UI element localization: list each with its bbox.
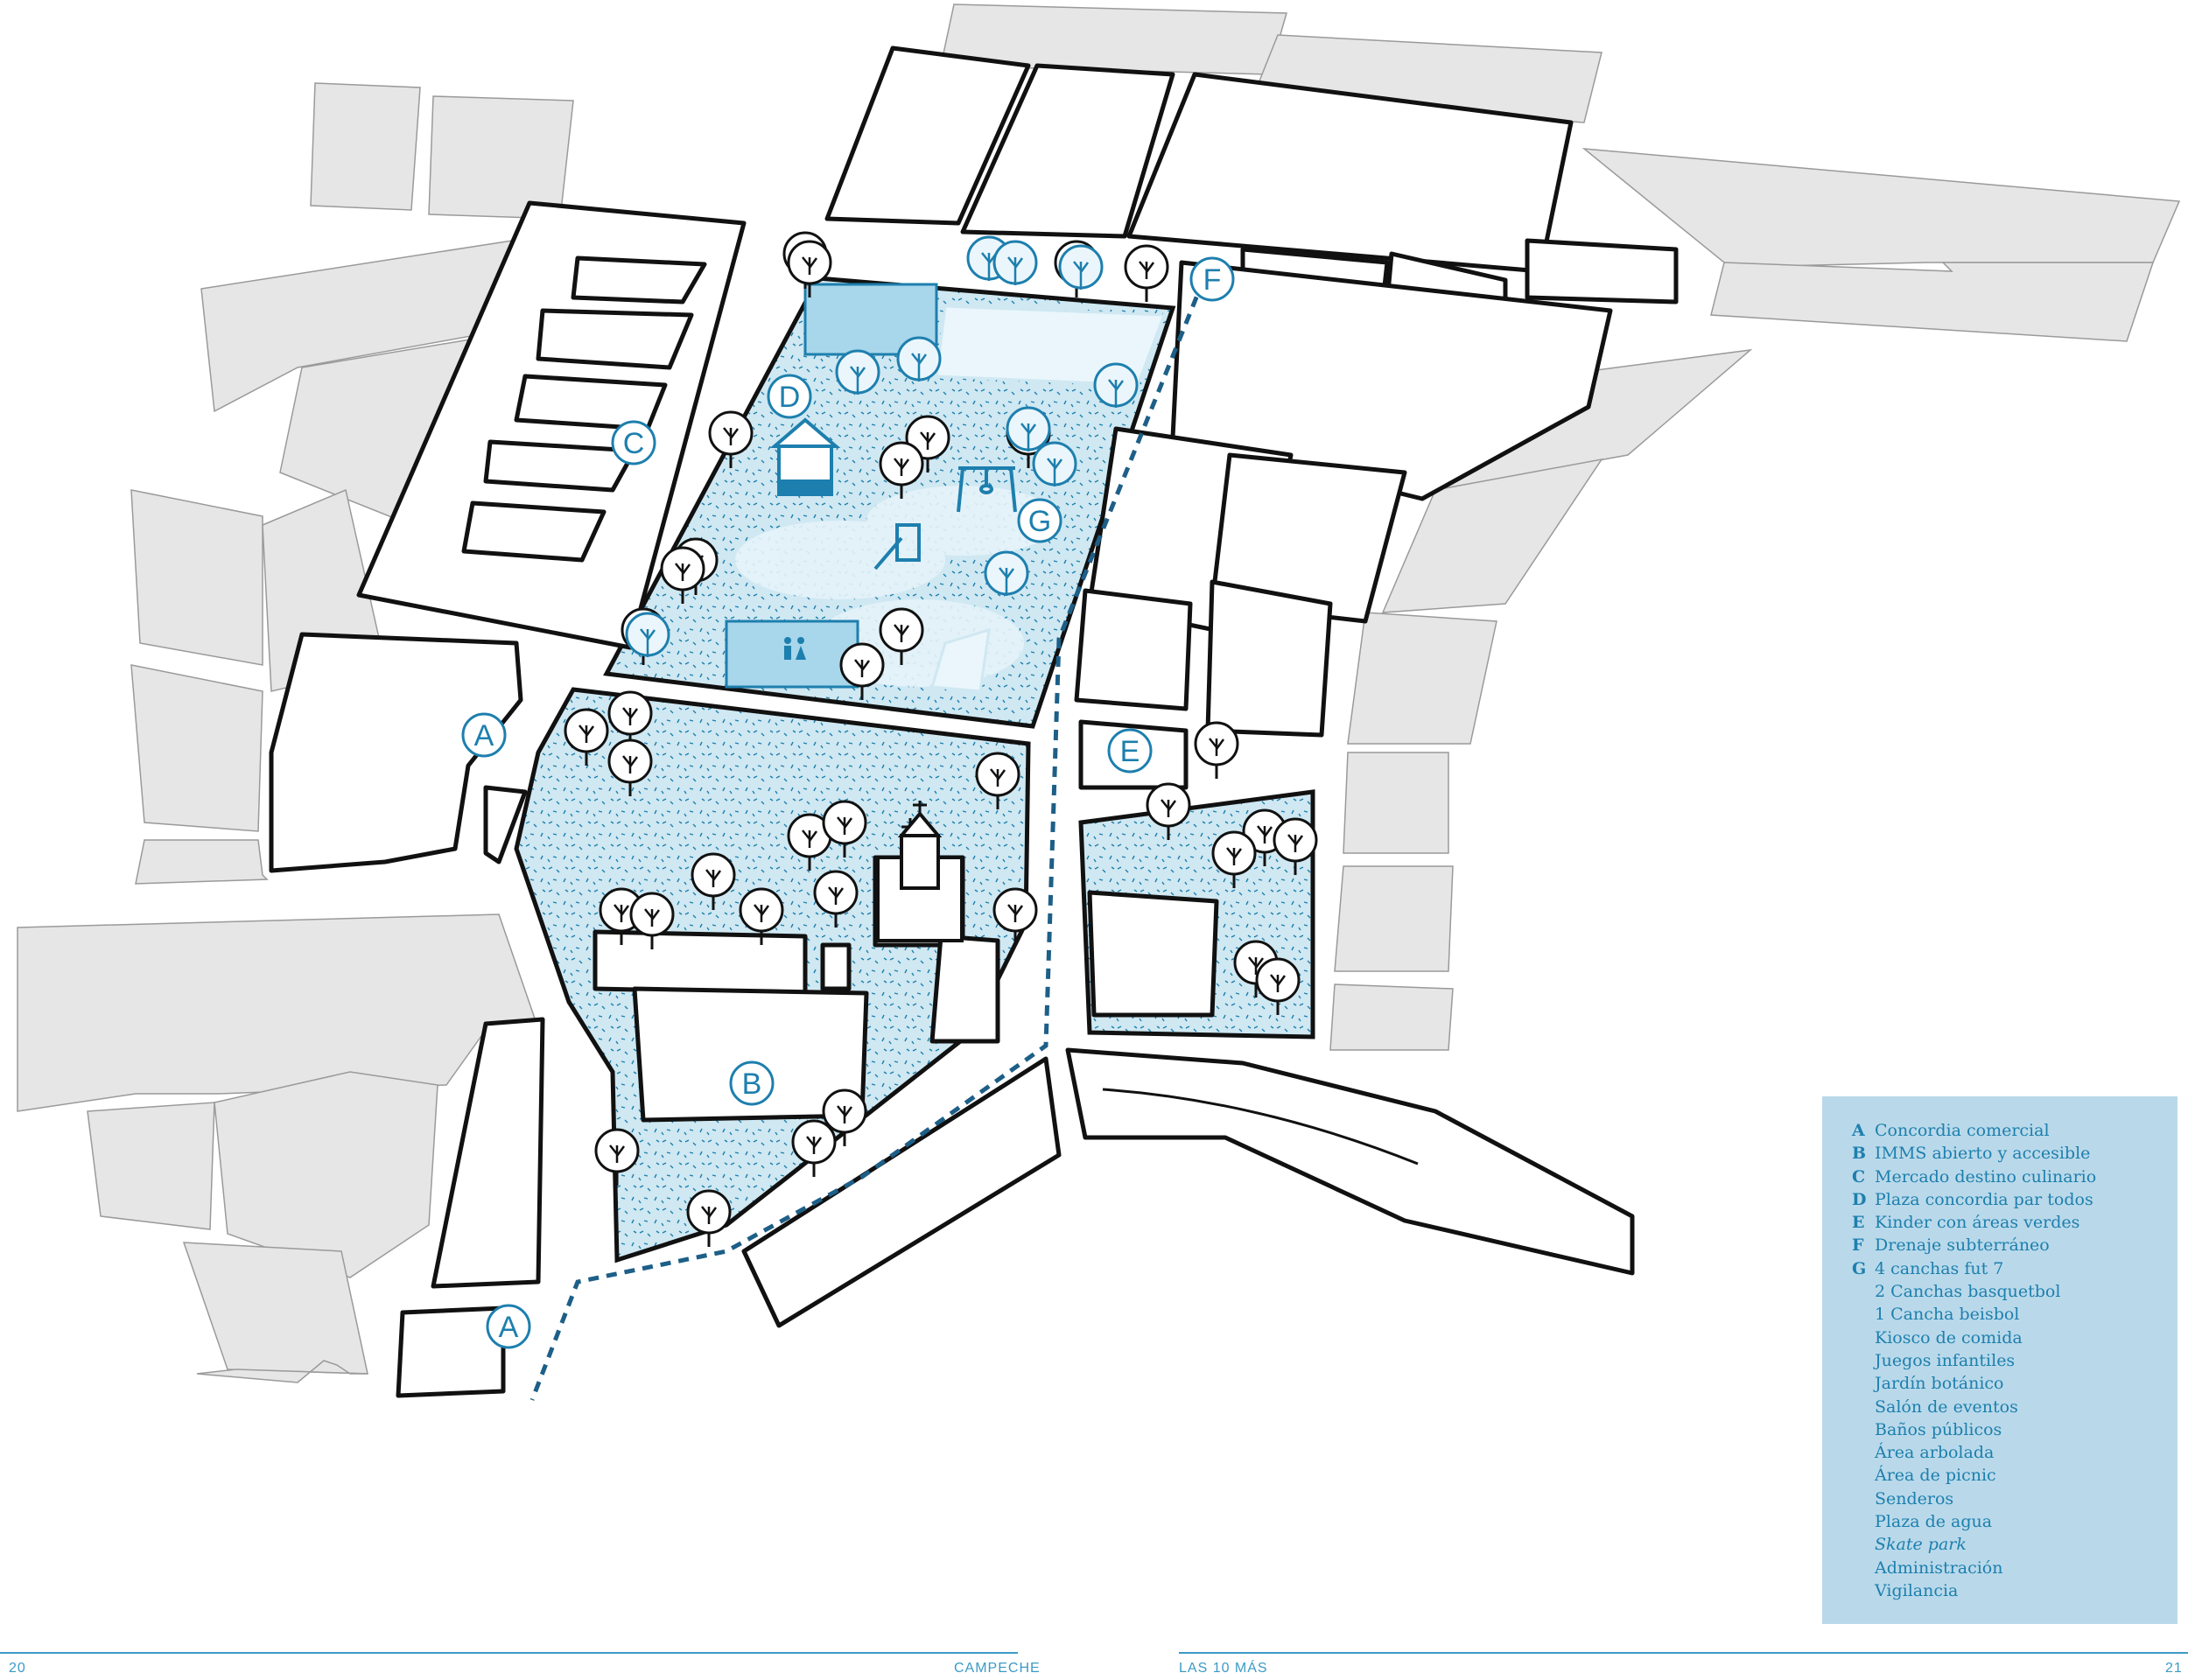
legend-item: Salón de eventos bbox=[1852, 1396, 2160, 1418]
legend-letter bbox=[1852, 1510, 1875, 1533]
marker-g: G bbox=[1017, 498, 1062, 543]
legend-letter bbox=[1852, 1349, 1875, 1372]
legend-letter: G bbox=[1852, 1258, 1867, 1278]
legend-item: Área arbolada bbox=[1852, 1441, 2160, 1464]
restroom-icon bbox=[784, 637, 806, 660]
marker-c: C bbox=[611, 420, 656, 466]
legend-label: Vigilancia bbox=[1875, 1580, 1959, 1600]
legend-item: D Plaza concordia par todos bbox=[1852, 1188, 2160, 1211]
svg-text:D: D bbox=[779, 381, 801, 414]
legend-letter: F bbox=[1852, 1236, 1864, 1256]
legend-letter: A bbox=[1852, 1121, 1865, 1140]
legend-label: 4 canchas fut 7 bbox=[1875, 1258, 2004, 1278]
legend-item: Área de picnic bbox=[1852, 1464, 2160, 1487]
legend-letter bbox=[1852, 1488, 1875, 1510]
legend-item: Administración bbox=[1852, 1557, 2160, 1579]
legend-letter bbox=[1852, 1441, 1875, 1464]
legend-letter bbox=[1852, 1464, 1875, 1487]
legend-item: F Drenaje subterráneo bbox=[1852, 1234, 2160, 1256]
legend-item: Vigilancia bbox=[1852, 1579, 2160, 1602]
legend-label: Kinder con áreas verdes bbox=[1875, 1213, 2080, 1233]
swing-icon bbox=[957, 466, 1017, 513]
kiosk-icon bbox=[769, 417, 841, 496]
svg-text:A: A bbox=[499, 1311, 519, 1344]
svg-text:C: C bbox=[623, 427, 645, 460]
legend-item: A Concordia comercial bbox=[1852, 1119, 2160, 1142]
legend-item: Baños públicos bbox=[1852, 1418, 2160, 1441]
legend-label: 2 Canchas basquetbol bbox=[1875, 1282, 2061, 1302]
legend-item: 1 Cancha beisbol bbox=[1852, 1303, 2160, 1326]
legend-letter: E bbox=[1852, 1213, 1865, 1233]
legend-label: Jardín botánico bbox=[1875, 1374, 2004, 1394]
marker-e: E bbox=[1107, 728, 1153, 774]
footer-rule-right bbox=[1179, 1652, 2188, 1654]
svg-text:A: A bbox=[474, 719, 494, 752]
marker-b: B bbox=[729, 1060, 775, 1106]
legend-item: G 4 canchas fut 7 bbox=[1852, 1257, 2160, 1280]
legend-item: Senderos bbox=[1852, 1488, 2160, 1510]
marker-a-2: A bbox=[486, 1304, 531, 1349]
legend-label: Drenaje subterráneo bbox=[1875, 1236, 2050, 1256]
svg-text:B: B bbox=[742, 1068, 762, 1101]
legend-letter bbox=[1852, 1280, 1875, 1303]
legend-label: 1 Cancha beisbol bbox=[1875, 1305, 2020, 1325]
legend-label: Skate park bbox=[1875, 1535, 1967, 1555]
church bbox=[876, 801, 964, 942]
legend-item: B IMMS abierto y accesible bbox=[1852, 1142, 2160, 1165]
legend-letter: C bbox=[1852, 1166, 1866, 1186]
legend-label: Plaza concordia par todos bbox=[1875, 1189, 2093, 1209]
legend-letter bbox=[1852, 1418, 1875, 1441]
legend-label: Área de picnic bbox=[1875, 1466, 1996, 1486]
svg-text:G: G bbox=[1028, 505, 1051, 538]
buildings bbox=[269, 46, 1679, 1398]
legend-letter bbox=[1852, 1372, 1875, 1395]
playground-icon bbox=[873, 523, 921, 570]
legend-label: Senderos bbox=[1875, 1488, 1954, 1508]
legend-label: Concordia comercial bbox=[1875, 1121, 2050, 1140]
marker-d: D bbox=[767, 374, 812, 419]
legend-item: Skate park bbox=[1852, 1533, 2160, 1556]
legend-item: Kiosco de comida bbox=[1852, 1326, 2160, 1349]
legend-label: Mercado destino culinario bbox=[1875, 1166, 2097, 1186]
legend-label: Salón de eventos bbox=[1875, 1396, 2018, 1417]
svg-text:F: F bbox=[1203, 263, 1222, 297]
legend-label: Kiosco de comida bbox=[1875, 1327, 2023, 1348]
legend-letter bbox=[1852, 1533, 1875, 1556]
svg-text:E: E bbox=[1120, 735, 1140, 768]
section-title-left: CAMPECHE bbox=[954, 1661, 1041, 1676]
legend-item: Juegos infantiles bbox=[1852, 1349, 2160, 1372]
legend-label: Área arbolada bbox=[1875, 1443, 1995, 1463]
legend-label: IMMS abierto y accesible bbox=[1875, 1144, 2091, 1164]
marker-a-1: A bbox=[461, 712, 507, 758]
legend-letter bbox=[1852, 1557, 1875, 1579]
legend-letter bbox=[1852, 1579, 1875, 1602]
legend-label: Administración bbox=[1875, 1558, 2003, 1578]
legend-item: C Mercado destino culinario bbox=[1852, 1166, 2160, 1188]
legend-label: Baños públicos bbox=[1875, 1419, 2002, 1439]
legend-item: 2 Canchas basquetbol bbox=[1852, 1280, 2160, 1303]
page-number-right: 21 bbox=[2165, 1661, 2183, 1676]
legend-letter bbox=[1852, 1396, 1875, 1418]
legend-item: Plaza de agua bbox=[1852, 1510, 2160, 1533]
footer-rule-left bbox=[0, 1652, 1018, 1654]
legend-item: Jardín botánico bbox=[1852, 1372, 2160, 1395]
drainage-line bbox=[529, 279, 1206, 1401]
legend-letter bbox=[1852, 1326, 1875, 1349]
legend-letter: B bbox=[1852, 1144, 1867, 1164]
legend-item: E Kinder con áreas verdes bbox=[1852, 1211, 2160, 1234]
marker-f: F bbox=[1189, 256, 1235, 302]
legend-label: Juegos infantiles bbox=[1875, 1350, 2016, 1370]
legend-letter: D bbox=[1852, 1189, 1867, 1209]
section-title-right: LAS 10 MÁS bbox=[1179, 1661, 1268, 1676]
page-number-left: 20 bbox=[9, 1661, 26, 1676]
legend-label: Plaza de agua bbox=[1875, 1512, 1993, 1532]
legend-letter bbox=[1852, 1303, 1875, 1326]
